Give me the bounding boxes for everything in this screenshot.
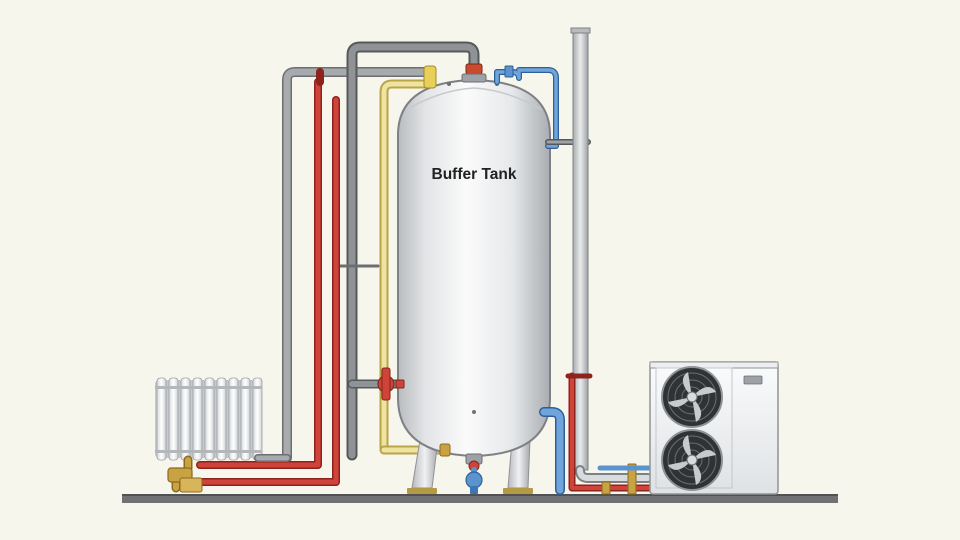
radiator-fins: [156, 377, 263, 461]
tank-bottom-fittings: [439, 443, 483, 494]
grey-supply-pipe: [336, 41, 480, 461]
tank-top-fittings: [423, 63, 499, 89]
blue-pipe-bottom: [539, 407, 565, 495]
grey-return-pipe: [282, 67, 435, 463]
radiator: [155, 377, 263, 461]
fan-grille-bottom: [661, 429, 723, 491]
tank-label: Buffer Tank: [432, 166, 517, 183]
red-flow-pipe-right: [565, 372, 654, 492]
radiator-pipe-collar: [179, 477, 203, 493]
drain-valve: [465, 471, 483, 489]
vent-stack: [570, 27, 653, 483]
tank-legs: [407, 439, 533, 494]
outdoor-heat-pump-unit: [649, 361, 779, 495]
red-valve: [347, 367, 405, 401]
fan-grille-top: [661, 366, 723, 428]
heat-pump-connector: [627, 463, 637, 495]
red-flow-pipe-left: [196, 68, 324, 469]
red-pipe-collar: [601, 481, 611, 495]
blue-pipe-fitting: [504, 65, 514, 78]
buffer-tank: Buffer Tank: [397, 78, 551, 458]
floor-shadow: [122, 494, 838, 496]
floor-slab: [122, 494, 838, 503]
